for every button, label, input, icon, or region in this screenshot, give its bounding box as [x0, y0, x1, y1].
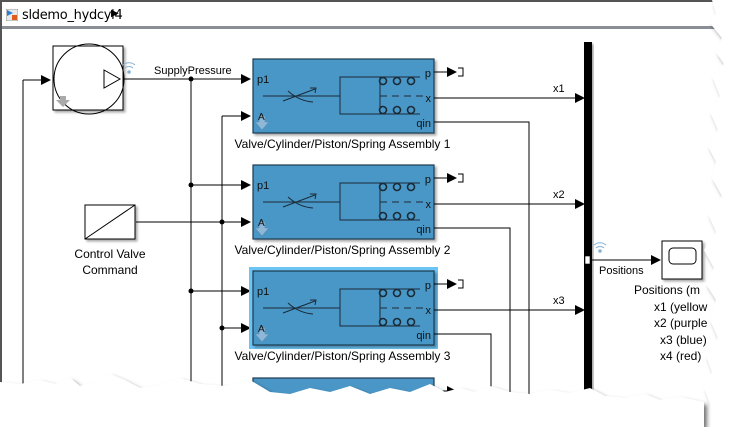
variable-orifice-icon [282, 88, 316, 103]
scope-label-line: x1 (yellow [654, 300, 708, 314]
spring-coil-icon [378, 182, 388, 192]
terminator-icon [458, 173, 464, 183]
mux-bus-bar[interactable] [584, 42, 592, 427]
variable-orifice-icon [282, 194, 316, 209]
spring-coil-icon [406, 211, 416, 221]
port-p-label: p [425, 280, 431, 292]
ramp-icon [84, 204, 136, 240]
x2-label: x2 [553, 189, 565, 201]
port-qin-label: qin [416, 118, 431, 130]
port-a-label: A [258, 112, 265, 123]
qin-wire-2 [434, 227, 511, 427]
assembly-label: Valve/Cylinder/Piston/Spring Assembly 3 [235, 349, 451, 363]
spring-coil-icon [392, 105, 402, 115]
spring-coil-icon [406, 182, 416, 192]
port-p1-label: p1 [257, 74, 269, 86]
x1-label: x1 [553, 83, 565, 95]
control-valve-label-1: Control Valve [74, 247, 145, 261]
branch-point [219, 219, 225, 225]
spring-coil-icon [406, 288, 416, 298]
spring-coil-icon [378, 288, 388, 298]
library-link-icon [254, 327, 270, 343]
spring-coil-icon [406, 76, 416, 86]
branch-point [219, 325, 225, 331]
spring-coil-icon [378, 105, 388, 115]
spring-coil-icon [392, 182, 402, 192]
terminator-icon [458, 67, 464, 77]
port-qin-label: qin [416, 224, 431, 236]
variable-orifice-icon [282, 300, 316, 315]
control-valve-label-2: Command [82, 263, 137, 277]
scope-label-line: Positions (m [634, 283, 700, 297]
qin-wire-1 [434, 121, 530, 427]
scope-screen-icon [668, 247, 697, 265]
spring-coil-icon [378, 317, 388, 327]
breadcrumb-expand-arrow[interactable]: ▶ [111, 8, 119, 19]
port-x-label: x [426, 199, 432, 211]
spring-coil-icon [392, 76, 402, 86]
library-link-icon [56, 96, 70, 107]
source-output-triangle-icon [103, 69, 122, 89]
terminator-icon [458, 279, 464, 289]
scope-label-line: x3 (blue) [660, 333, 707, 347]
port-x-label: x [426, 93, 432, 105]
scope-label-line: x4 (red) [660, 349, 701, 363]
port-p-label: p [425, 68, 431, 80]
scope-label-line: x2 (purple [654, 316, 708, 330]
title-bar: sldemo_hydcyl4 ▶ [2, 4, 720, 29]
port-qin-label: qin [416, 330, 431, 342]
spring-coil-icon [406, 317, 416, 327]
library-link-icon [254, 221, 270, 237]
bus-port-marker-icon [584, 255, 591, 265]
spring-coil-icon [392, 317, 402, 327]
assembly-label: Valve/Cylinder/Piston/Spring Assembly 1 [235, 137, 451, 151]
port-p1-label: p1 [257, 286, 269, 298]
spring-coil-icon [378, 76, 388, 86]
port-x-label: x [426, 305, 432, 317]
model-breadcrumb[interactable]: sldemo_hydcyl4 [22, 8, 123, 23]
supply-pressure-label: SupplyPressure [154, 65, 232, 77]
library-link-icon [254, 115, 270, 131]
assembly-block-4[interactable] [191, 377, 457, 427]
spring-coil-icon [406, 105, 416, 115]
signal-logging-icon [593, 242, 607, 253]
positions-label: Positions [599, 265, 644, 277]
spring-coil-icon [392, 288, 402, 298]
port-a-label: A [258, 324, 265, 335]
branch-point [188, 76, 194, 82]
signal-logging-icon [122, 62, 136, 74]
x3-label: x3 [553, 295, 565, 307]
simulink-model-icon [6, 9, 18, 21]
assembly-label: Valve/Cylinder/Piston/Spring Assembly 2 [235, 243, 451, 257]
port-p-label: p [425, 174, 431, 186]
port-p1-label: p1 [257, 180, 269, 192]
spring-coil-icon [378, 211, 388, 221]
spring-coil-icon [392, 211, 402, 221]
qin-wire-3 [434, 333, 492, 427]
port-a-label: A [258, 218, 265, 229]
